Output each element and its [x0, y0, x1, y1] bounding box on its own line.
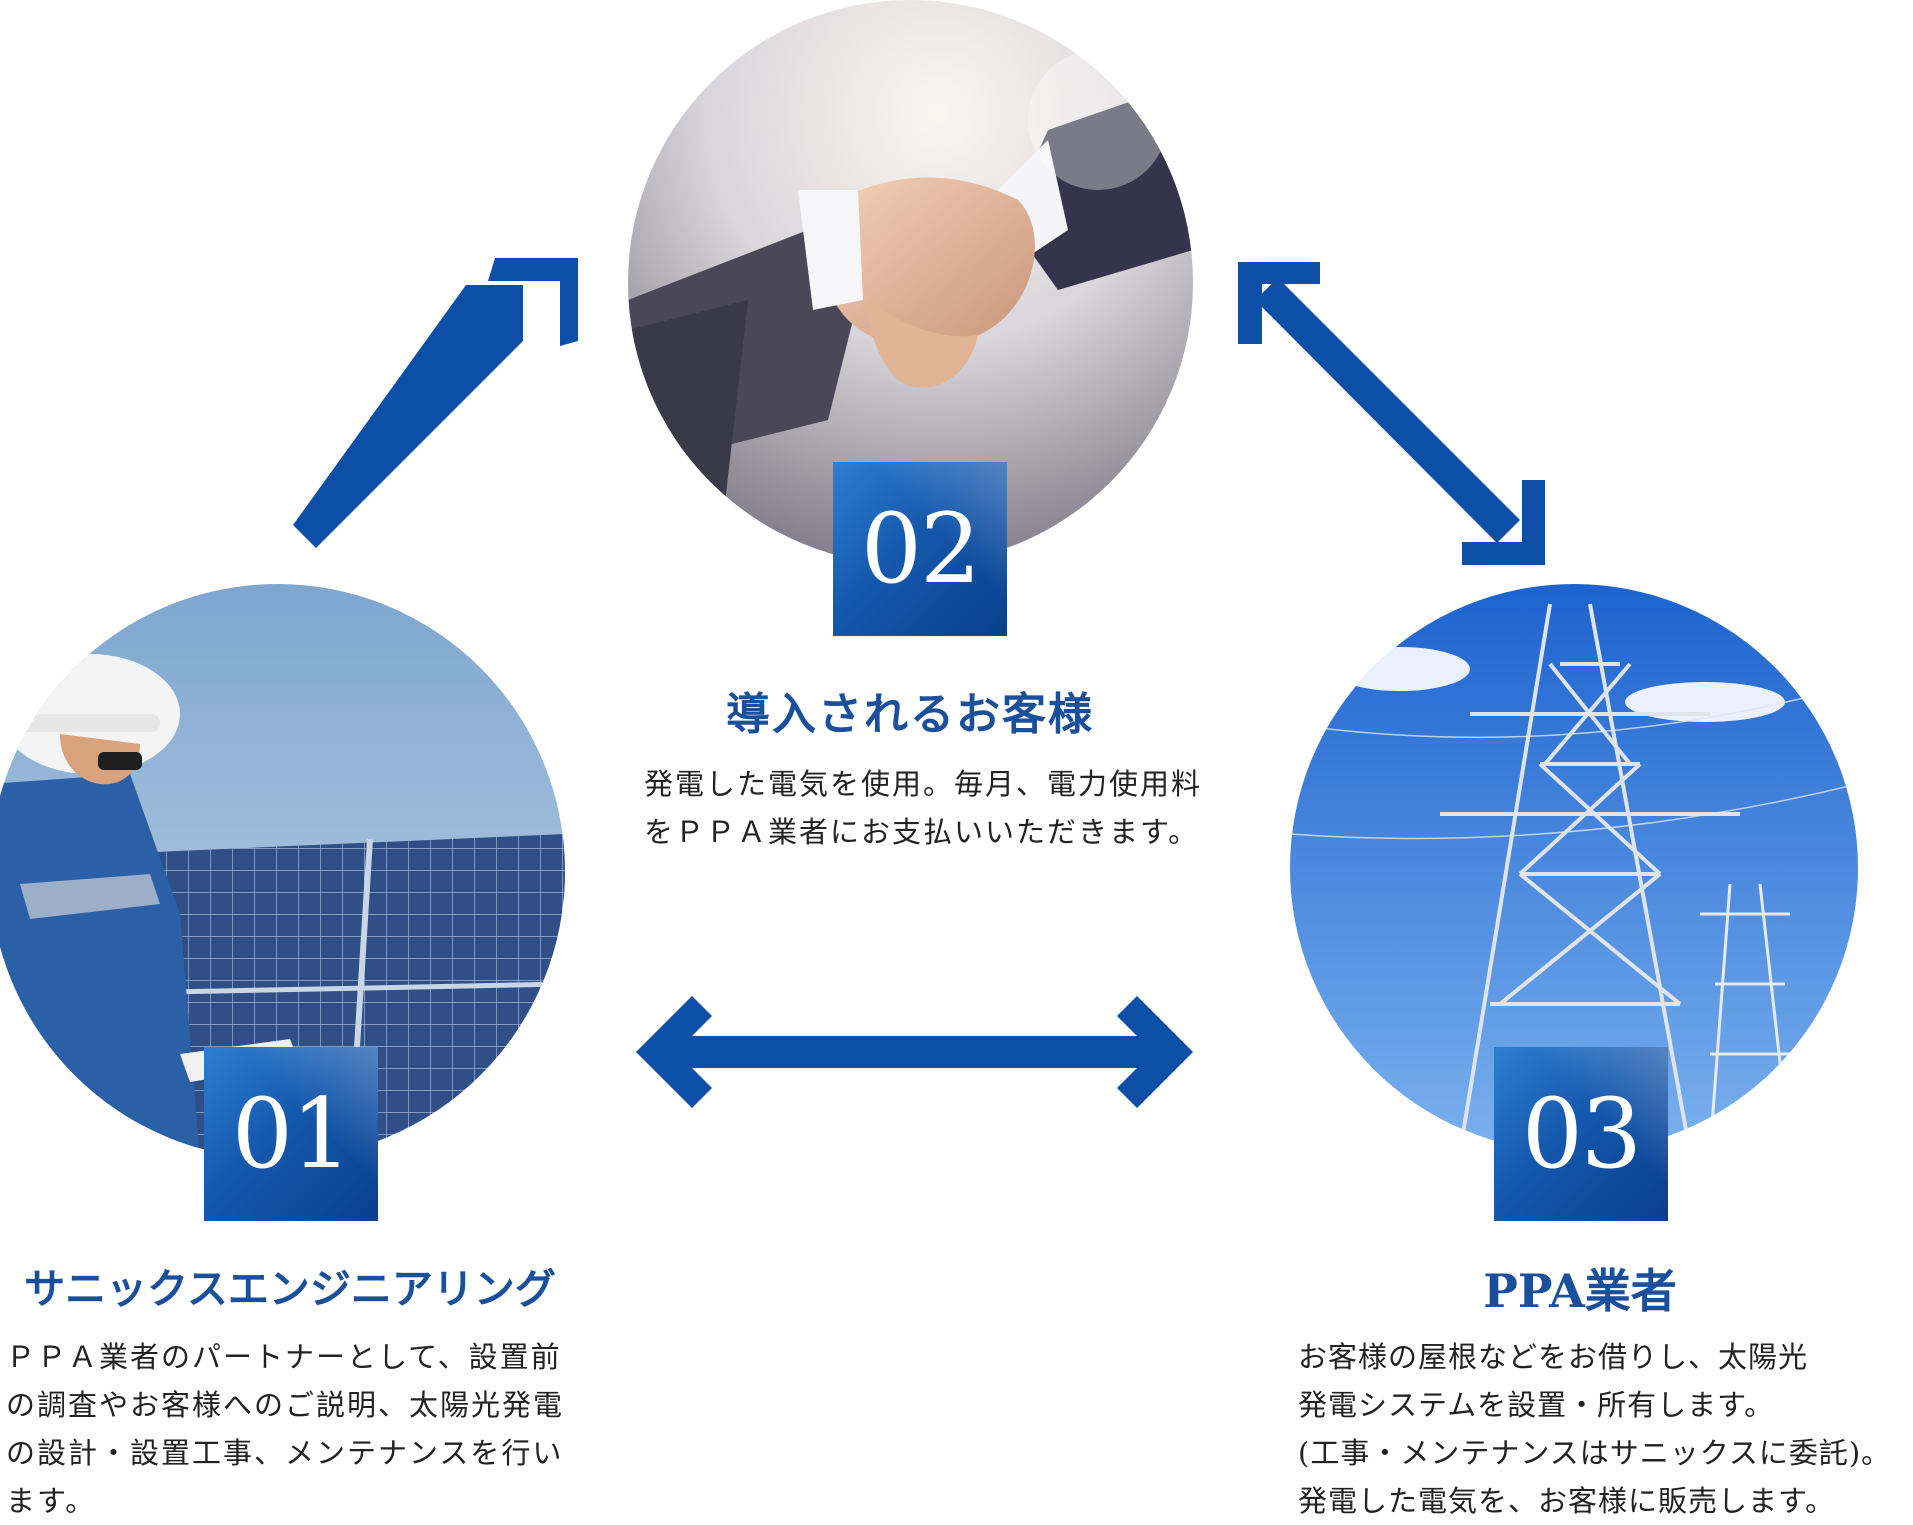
- step-badge-03: 03: [1494, 1047, 1668, 1221]
- node-description-sanix: ＰＰＡ業者のパートナーとして、設置前 の調査やお客様へのご説明、太陽光発電 の設…: [6, 1340, 565, 1518]
- node-description-customer: 発電した電気を使用。毎月、電力使用料 をＰＰＡ業者にお支払いいただきます。: [644, 767, 1203, 849]
- step-badge-02: 02: [833, 462, 1007, 636]
- step-number: 02: [860, 493, 981, 605]
- node-title-ppa: PPA業者: [1483, 1264, 1677, 1318]
- arrow-01-to-02: [293, 258, 578, 548]
- node-title-customer: 導入されるお客様: [726, 689, 1094, 740]
- arrow-01-to-03: [636, 996, 1193, 1108]
- solar-engineer-photo: [0, 584, 565, 1159]
- step-number: 03: [1521, 1078, 1642, 1190]
- step-badge-01: 01: [204, 1047, 378, 1221]
- node-title-sanix: サニックスエンジニアリング: [24, 1265, 556, 1313]
- node-description-ppa: お客様の屋根などをお借りし、太陽光 発電システムを設置・所有します。 (工事・メ…: [1298, 1340, 1892, 1518]
- arrow-02-to-03: [1238, 262, 1545, 565]
- handshake-photo: [628, 0, 1193, 565]
- step-number: 01: [231, 1078, 352, 1190]
